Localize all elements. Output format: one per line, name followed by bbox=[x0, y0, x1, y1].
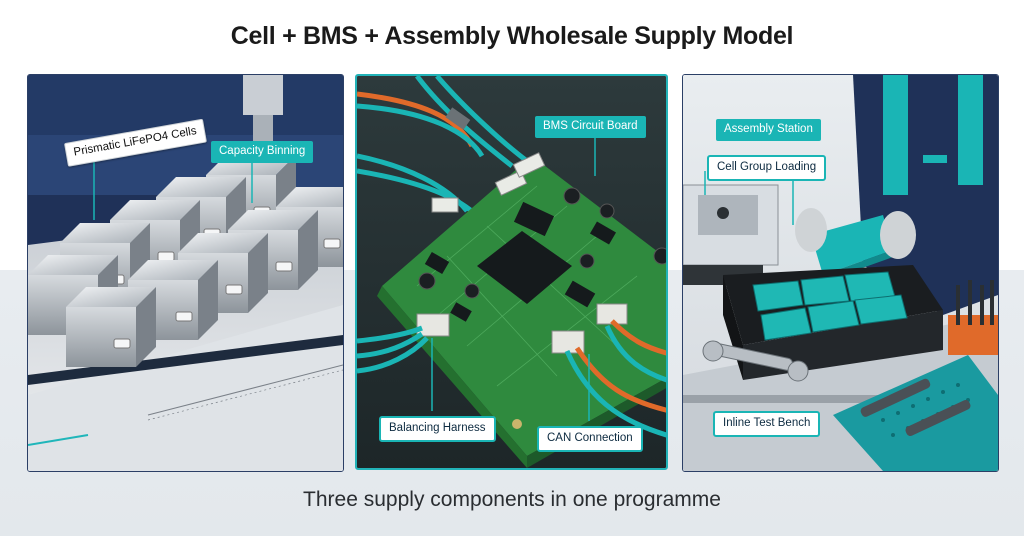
bms-panel: BMS Circuit Board Balancing Harness CAN … bbox=[355, 74, 668, 470]
page-title: Cell + BMS + Assembly Wholesale Supply M… bbox=[230, 22, 794, 50]
label-assembly-station: Assembly Station bbox=[716, 119, 821, 141]
label-cell-group-loading: Cell Group Loading bbox=[707, 155, 827, 181]
label-bms-board: BMS Circuit Board bbox=[535, 116, 646, 138]
cells-panel: Prismatic LiFePO4 Cells Capacity Binning bbox=[27, 74, 344, 472]
label-capacity-binning: Capacity Binning bbox=[211, 141, 314, 163]
bms-photo bbox=[357, 76, 666, 468]
label-balancing-harness: Balancing Harness bbox=[379, 416, 496, 442]
page-subtitle: Three supply components in one programme bbox=[303, 488, 721, 511]
assembly-photo bbox=[683, 75, 998, 471]
label-can-connection: CAN Connection bbox=[537, 426, 643, 452]
assembly-panel: Assembly Station Cell Group Loading Inli… bbox=[682, 74, 999, 472]
label-inline-test-bench: Inline Test Bench bbox=[713, 411, 821, 437]
